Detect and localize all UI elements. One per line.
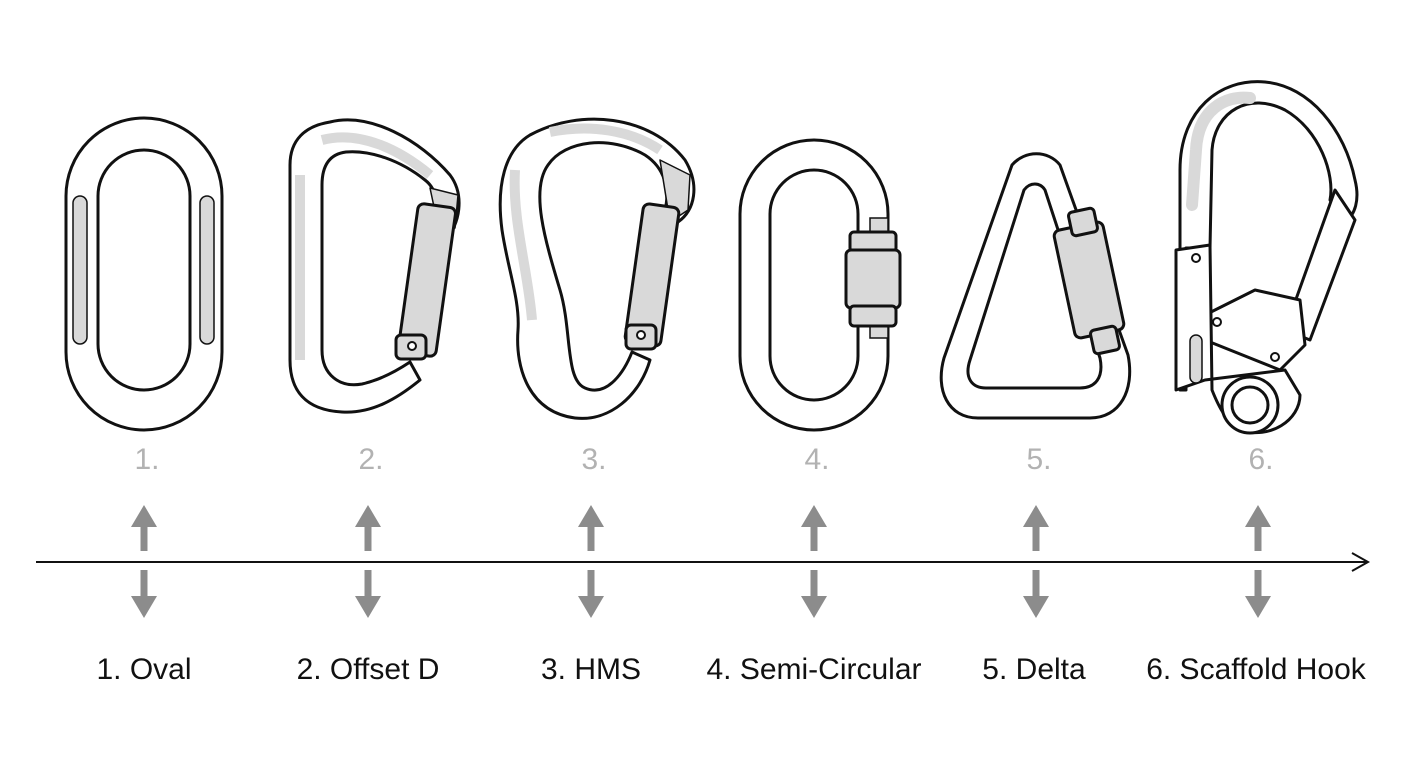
item-number-4: 4.	[804, 443, 830, 476]
item-number-3: 3.	[581, 443, 607, 476]
hms-carabiner-icon	[498, 117, 696, 420]
delta-carabiner-icon	[939, 152, 1132, 420]
item-number-1: 1.	[134, 443, 160, 476]
offset-d-carabiner-icon	[288, 118, 461, 414]
item-number-5: 5.	[1026, 443, 1052, 476]
item-label-6: 6. Scaffold Hook	[1146, 653, 1366, 686]
item-number-2: 2.	[358, 443, 384, 476]
item-number-6: 6.	[1248, 443, 1274, 476]
item-label-1: 1. Oval	[96, 653, 192, 686]
item-label-5: 5. Delta	[982, 653, 1086, 686]
item-label-2: 2. Offset D	[296, 653, 440, 686]
item-label-3: 3. HMS	[540, 653, 642, 686]
semi-circular-carabiner-icon	[738, 138, 902, 432]
item-label-4: 4. Semi-Circular	[706, 653, 922, 686]
oval-carabiner-icon	[64, 116, 224, 432]
horizontal-axis	[36, 552, 1371, 572]
scaffold-hook-icon	[1174, 80, 1359, 435]
